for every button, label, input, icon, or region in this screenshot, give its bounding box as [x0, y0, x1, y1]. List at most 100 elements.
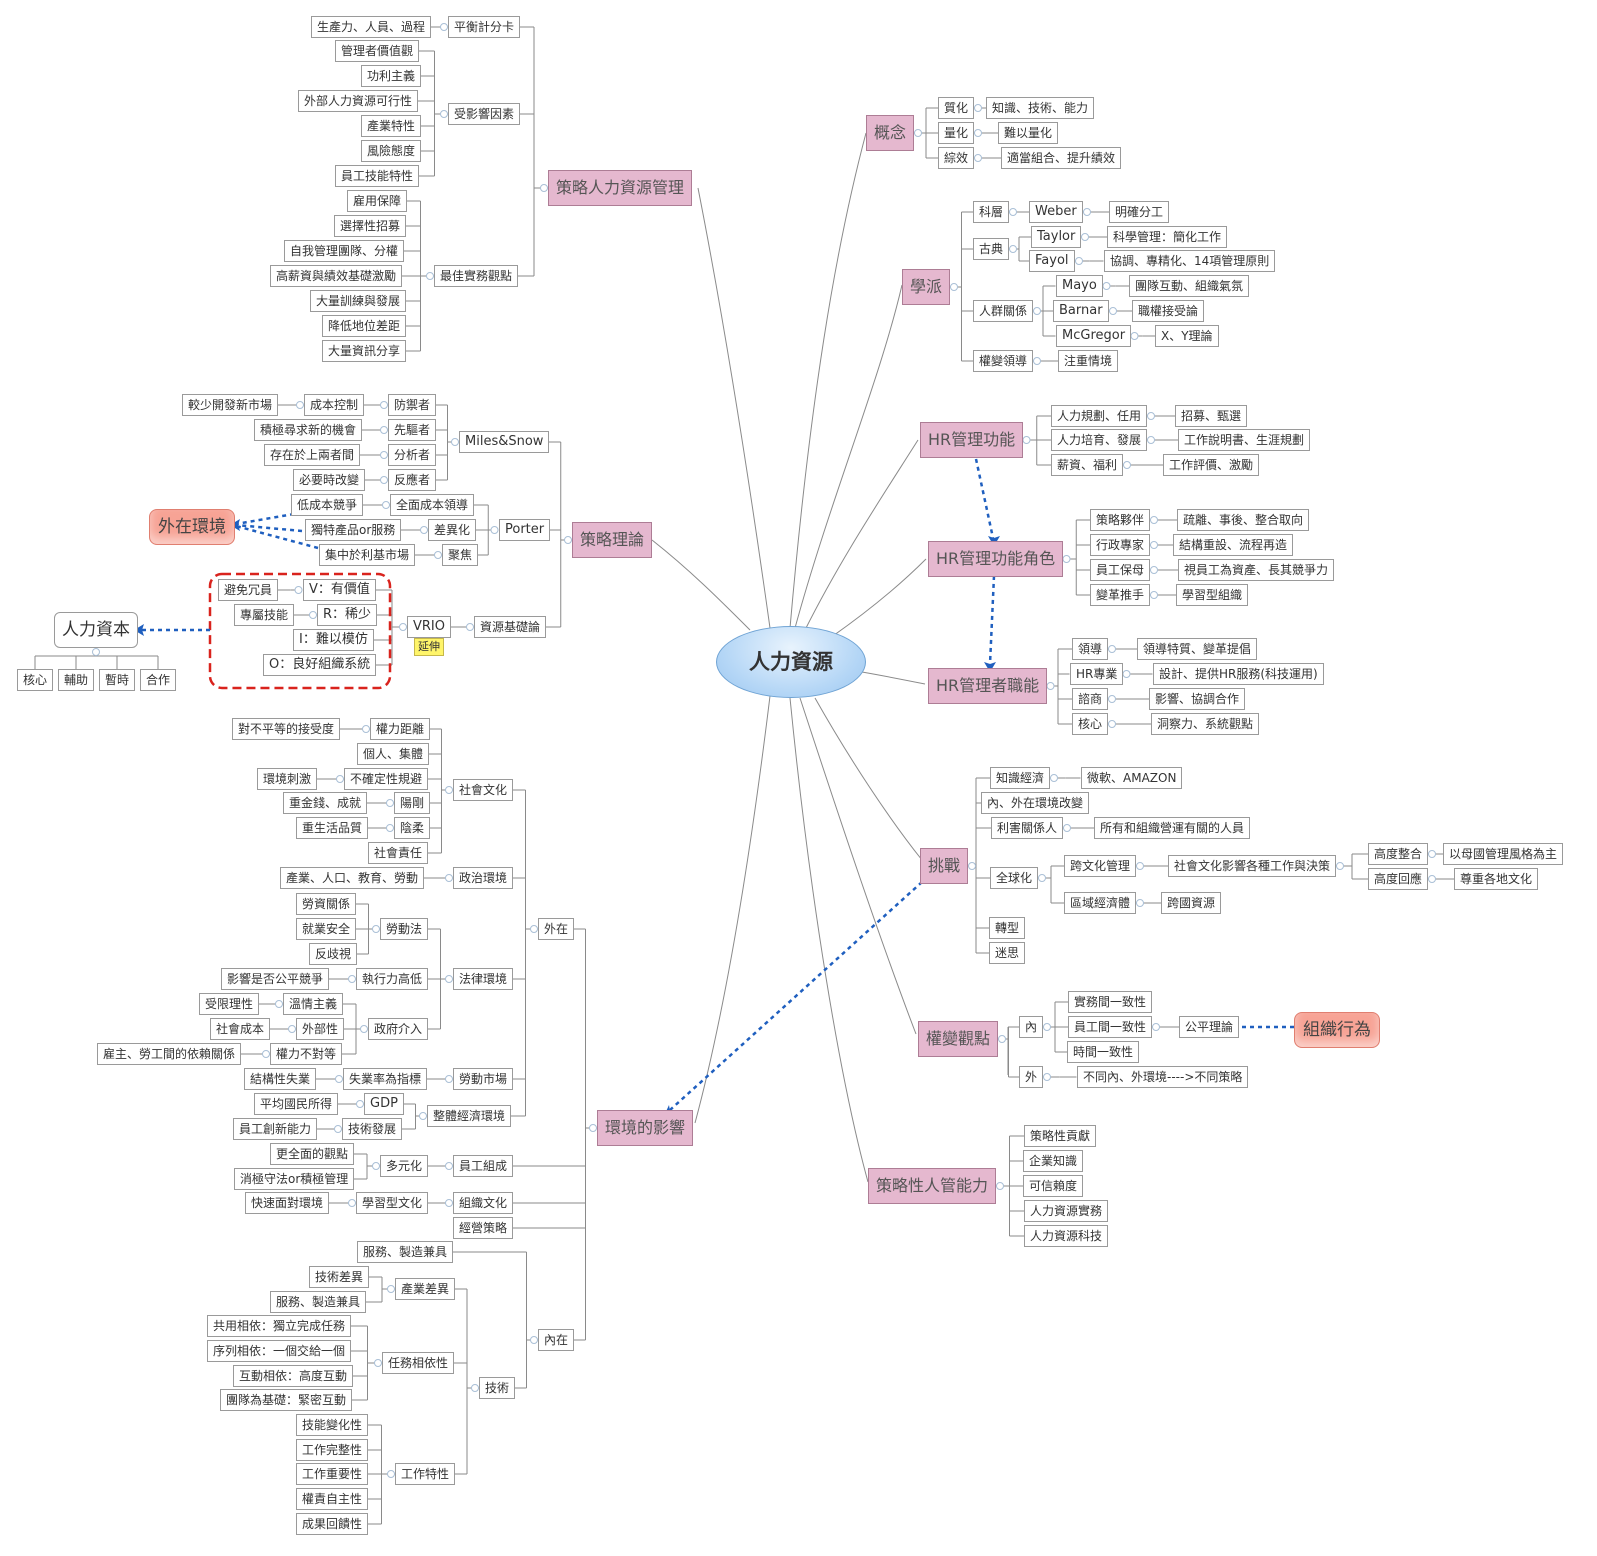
- topic-node[interactable]: 大量資訊分享: [322, 340, 407, 362]
- topic-node[interactable]: 招募、甄選: [1175, 405, 1248, 427]
- main-topic[interactable]: 挑戰: [920, 848, 969, 884]
- topic-node[interactable]: 勞動法: [380, 918, 429, 940]
- topic-node[interactable]: 工作說明書、生涯規劃: [1178, 429, 1311, 451]
- main-topic[interactable]: HR管理者職能: [928, 668, 1048, 704]
- topic-node[interactable]: 選擇性招募: [334, 215, 407, 237]
- topic-node[interactable]: 權力不對等: [270, 1043, 343, 1065]
- main-topic[interactable]: 環境的影響: [597, 1110, 694, 1146]
- topic-node[interactable]: 員工保母: [1090, 559, 1151, 581]
- topic-node[interactable]: 政治環境: [453, 867, 514, 889]
- topic-node[interactable]: 知識經濟: [990, 767, 1051, 789]
- topic-node[interactable]: Taylor: [1031, 226, 1082, 248]
- topic-node[interactable]: 實務間一致性: [1068, 991, 1153, 1013]
- topic-node[interactable]: 服務、製造兼具: [270, 1291, 367, 1313]
- topic-node[interactable]: 經營策略: [453, 1217, 514, 1239]
- topic-node[interactable]: 重金錢、成就: [283, 792, 368, 814]
- topic-node[interactable]: 學習型文化: [356, 1192, 429, 1214]
- topic-node[interactable]: 影響、協調合作: [1149, 688, 1246, 710]
- topic-node[interactable]: 策略性貢獻: [1024, 1125, 1097, 1147]
- topic-node[interactable]: 員工技能特性: [335, 165, 420, 187]
- topic-node[interactable]: 失業率為指標: [343, 1068, 428, 1090]
- topic-node[interactable]: 策略夥伴: [1090, 509, 1151, 531]
- topic-node[interactable]: 難以量化: [998, 122, 1059, 144]
- topic-node[interactable]: 時間一致性: [1067, 1041, 1140, 1063]
- topic-node[interactable]: 管理者價值觀: [335, 40, 420, 62]
- topic-node[interactable]: 團隊為基礎：緊密互動: [220, 1389, 353, 1411]
- topic-node[interactable]: 雇用保障: [347, 190, 408, 212]
- topic-node[interactable]: 反歧視: [309, 943, 358, 965]
- topic-node[interactable]: 人群關係: [973, 300, 1034, 322]
- topic-node[interactable]: 序列相依：一個交給一個: [207, 1340, 352, 1362]
- topic-node[interactable]: 環境刺激: [257, 768, 318, 790]
- topic-node[interactable]: 員工組成: [453, 1155, 514, 1177]
- topic-node[interactable]: 迷思: [989, 942, 1026, 964]
- topic-node[interactable]: 反應者: [388, 469, 437, 491]
- topic-node[interactable]: 產業差異: [395, 1278, 456, 1300]
- topic-node[interactable]: 更全面的觀點: [270, 1143, 355, 1165]
- topic-node[interactable]: 降低地位差距: [322, 315, 407, 337]
- topic-node[interactable]: 權變領導: [973, 350, 1034, 372]
- topic-node[interactable]: 服務、製造兼具: [357, 1241, 454, 1263]
- topic-node[interactable]: 工作評價、激勵: [1163, 454, 1260, 476]
- topic-node[interactable]: 科學管理：簡化工作: [1107, 226, 1228, 248]
- topic-node[interactable]: 陽剛: [394, 792, 431, 814]
- topic-node[interactable]: 全球化: [990, 867, 1039, 889]
- topic-node[interactable]: 科層: [973, 201, 1010, 223]
- topic-node[interactable]: 避免冗員: [218, 579, 279, 601]
- topic-node[interactable]: 勞動市場: [453, 1068, 514, 1090]
- topic-node[interactable]: 分析者: [388, 444, 437, 466]
- topic-node[interactable]: 勞資關係: [296, 893, 357, 915]
- topic-node[interactable]: 諮商: [1072, 688, 1109, 710]
- topic-node[interactable]: 差異化: [428, 519, 477, 541]
- topic-node[interactable]: 學習型組織: [1176, 584, 1249, 606]
- topic-node[interactable]: 生產力、人員、過程: [311, 16, 432, 38]
- topic-node[interactable]: 結構性失業: [244, 1068, 317, 1090]
- topic-node[interactable]: 大量訓練與發展: [310, 290, 407, 312]
- topic-node[interactable]: 互動相依：高度互動: [233, 1365, 354, 1387]
- topic-node[interactable]: 注重情境: [1058, 350, 1119, 372]
- topic-node[interactable]: 知識、技術、能力: [986, 97, 1095, 119]
- topic-node[interactable]: 視員工為資產、長其競爭力: [1178, 559, 1335, 581]
- topic-node[interactable]: I：難以模仿: [293, 629, 374, 651]
- topic-node[interactable]: 快速面對環境: [245, 1192, 330, 1214]
- topic-node[interactable]: 技術發展: [342, 1118, 403, 1140]
- topic-node[interactable]: 工作重要性: [296, 1463, 369, 1485]
- topic-node[interactable]: 利害關係人: [991, 817, 1064, 839]
- topic-node[interactable]: 內在: [538, 1329, 575, 1351]
- topic-node[interactable]: 積極尋求新的機會: [254, 419, 363, 441]
- topic-node[interactable]: 外: [1019, 1066, 1044, 1088]
- topic-node[interactable]: O：良好組織系統: [263, 654, 377, 676]
- topic-node[interactable]: 資源基礎論: [474, 616, 547, 638]
- topic-node[interactable]: 人力資本: [54, 612, 138, 648]
- topic-node[interactable]: 溫情主義: [283, 993, 344, 1015]
- topic-node[interactable]: R：稀少: [317, 604, 378, 626]
- topic-node[interactable]: 員工間一致性: [1068, 1016, 1153, 1038]
- topic-node[interactable]: GDP: [364, 1093, 404, 1115]
- topic-node[interactable]: 技術: [479, 1377, 516, 1399]
- topic-node[interactable]: 內、外在環境改變: [981, 792, 1090, 814]
- topic-node[interactable]: 外部人力資源可行性: [298, 90, 419, 112]
- topic-node[interactable]: 平衡計分卡: [448, 16, 521, 38]
- topic-node[interactable]: 不確定性規避: [344, 768, 429, 790]
- topic-node[interactable]: 內: [1019, 1016, 1044, 1038]
- topic-node[interactable]: 法律環境: [453, 968, 514, 990]
- topic-node[interactable]: 所有和組織營運有關的人員: [1094, 817, 1251, 839]
- topic-node[interactable]: 成果回饋性: [296, 1513, 369, 1535]
- topic-node[interactable]: 輔助: [58, 669, 95, 691]
- topic-node[interactable]: 社會文化: [453, 779, 514, 801]
- topic-node[interactable]: 疏離、事後、整合取向: [1177, 509, 1310, 531]
- topic-node[interactable]: 較少開發新市場: [182, 394, 279, 416]
- topic-node[interactable]: 高度整合: [1368, 843, 1429, 865]
- main-topic[interactable]: 權變觀點: [918, 1021, 999, 1057]
- topic-node[interactable]: 結構重設、流程再造: [1173, 534, 1294, 556]
- topic-node[interactable]: 共用相依：獨立完成任務: [207, 1315, 352, 1337]
- topic-node[interactable]: 權責自主性: [296, 1488, 369, 1510]
- topic-node[interactable]: 外部性: [296, 1018, 345, 1040]
- topic-node[interactable]: 全面成本領導: [390, 494, 475, 516]
- topic-node[interactable]: 不同內、外環境---->不同策略: [1077, 1066, 1249, 1088]
- topic-node[interactable]: 行政專家: [1090, 534, 1151, 556]
- topic-node[interactable]: 團隊互動、組織氣氛: [1129, 275, 1250, 297]
- topic-node[interactable]: 影響是否公平競爭: [221, 968, 330, 990]
- topic-node[interactable]: 執行力高低: [356, 968, 429, 990]
- topic-node[interactable]: 必要時改變: [293, 469, 366, 491]
